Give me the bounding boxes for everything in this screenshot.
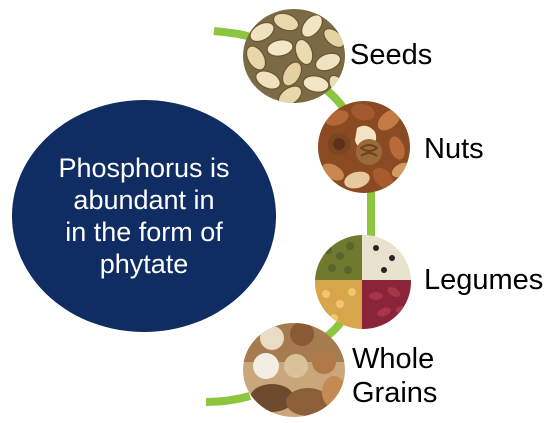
seeds-image: [242, 8, 346, 104]
label-nuts: Nuts: [424, 132, 484, 166]
whole-grains-image: [242, 322, 346, 418]
nuts-image: [317, 100, 411, 194]
label-legumes: Legumes: [424, 263, 543, 297]
main-text: Phosphorus is abundant in in the form of…: [49, 152, 239, 280]
label-seeds: Seeds: [350, 38, 432, 72]
main-circle: Phosphorus is abundant in in the form of…: [12, 100, 276, 332]
label-whole-grains: Whole Grains: [352, 342, 437, 410]
legumes-image: [314, 234, 412, 330]
